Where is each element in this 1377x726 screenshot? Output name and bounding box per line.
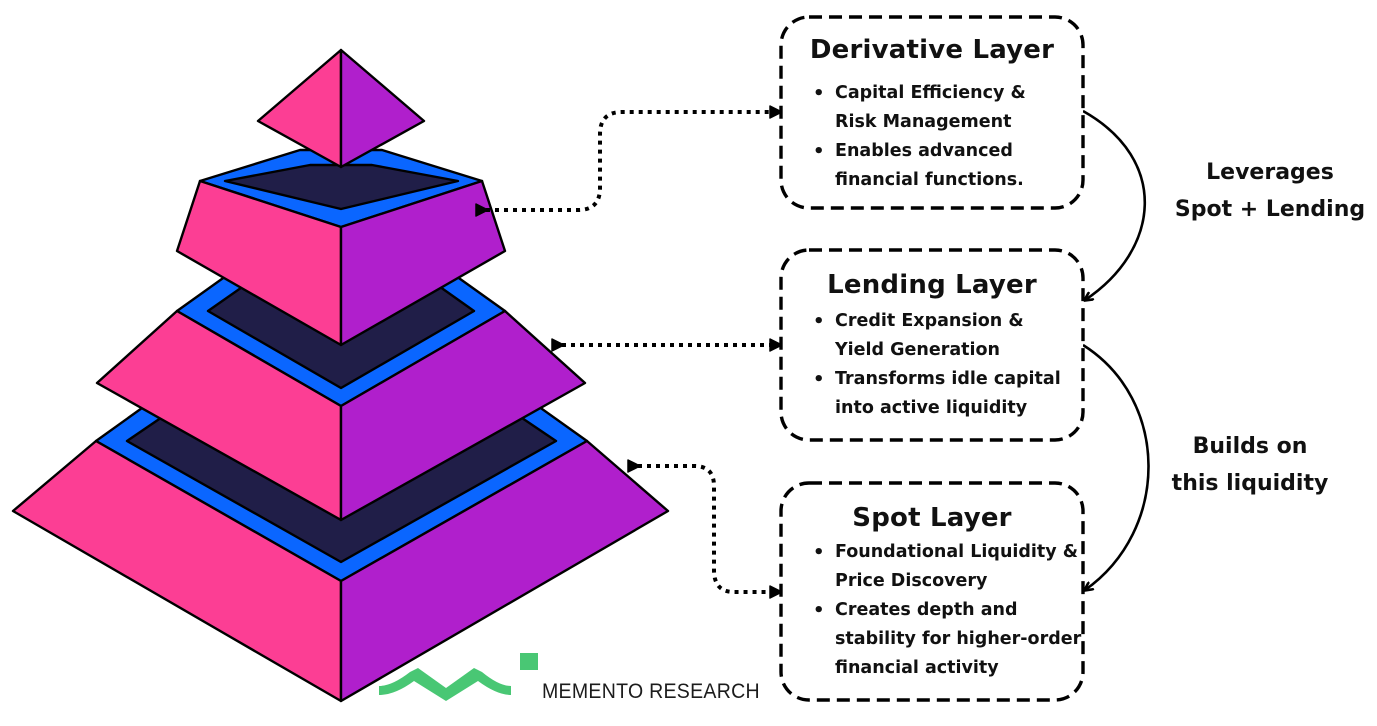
memento-wave-logo-icon xyxy=(379,653,538,701)
lending-layer-title: Lending Layer xyxy=(827,270,1037,300)
pyramid xyxy=(11,48,670,703)
derivative-bullet-2: Enables advanced financial functions. xyxy=(811,137,1050,195)
relation-label-builds-on-line1: Builds on xyxy=(1192,434,1308,459)
connectors xyxy=(475,105,783,599)
spot-layer-box: Spot Layer Foundational Liquidity & Pric… xyxy=(781,483,1083,700)
derivative-layer-title: Derivative Layer xyxy=(809,35,1055,65)
connector-spot xyxy=(627,459,783,599)
relation-arrow-lending-to-spot xyxy=(1082,343,1150,590)
derivative-layer-box: Derivative Layer Capital Efficiency & Ri… xyxy=(781,17,1083,208)
relation-label-leverages-line2: Spot + Lending xyxy=(1174,197,1366,222)
lending-bullet-1: Credit Expansion & Yield Generation xyxy=(811,307,1035,365)
spot-bullets: Foundational Liquidity & Price Discovery… xyxy=(811,538,1081,683)
lending-bullets: Credit Expansion & Yield Generation Tran… xyxy=(811,307,1077,423)
connector-derivative xyxy=(475,105,783,217)
relation-label-leverages: Leverages Spot + Lending xyxy=(1165,154,1375,228)
relation-label-leverages-line1: Leverages xyxy=(1206,160,1334,185)
derivative-bullet-1: Capital Efficiency & Risk Management xyxy=(811,79,1035,137)
relation-arrows xyxy=(1082,109,1150,590)
derivative-bullets: Capital Efficiency & Risk Management Ena… xyxy=(811,79,1077,195)
relation-label-builds-on: Builds on this liquidity xyxy=(1160,428,1340,502)
lending-bullet-2: Transforms idle capital into active liqu… xyxy=(811,365,1085,423)
spot-bullet-2: Creates depth and stability for higher-o… xyxy=(811,596,1085,683)
spot-bullet-1: Foundational Liquidity & Price Discovery xyxy=(811,538,1080,596)
tier-2-right-face xyxy=(339,179,507,347)
apex-right-face xyxy=(339,48,426,169)
tier-2 xyxy=(175,148,507,347)
relation-arrow-derivative-to-lending xyxy=(1082,109,1147,300)
spot-layer-title: Spot Layer xyxy=(852,503,1012,533)
tier-2-top-inner xyxy=(223,163,460,211)
tier-3-right-face xyxy=(339,309,587,522)
brand-name: MEMENTO RESEARCH xyxy=(542,680,760,703)
apex xyxy=(256,48,426,169)
relation-label-builds-on-line2: this liquidity xyxy=(1171,471,1329,496)
lending-layer-box: Lending Layer Credit Expansion & Yield G… xyxy=(781,250,1083,440)
